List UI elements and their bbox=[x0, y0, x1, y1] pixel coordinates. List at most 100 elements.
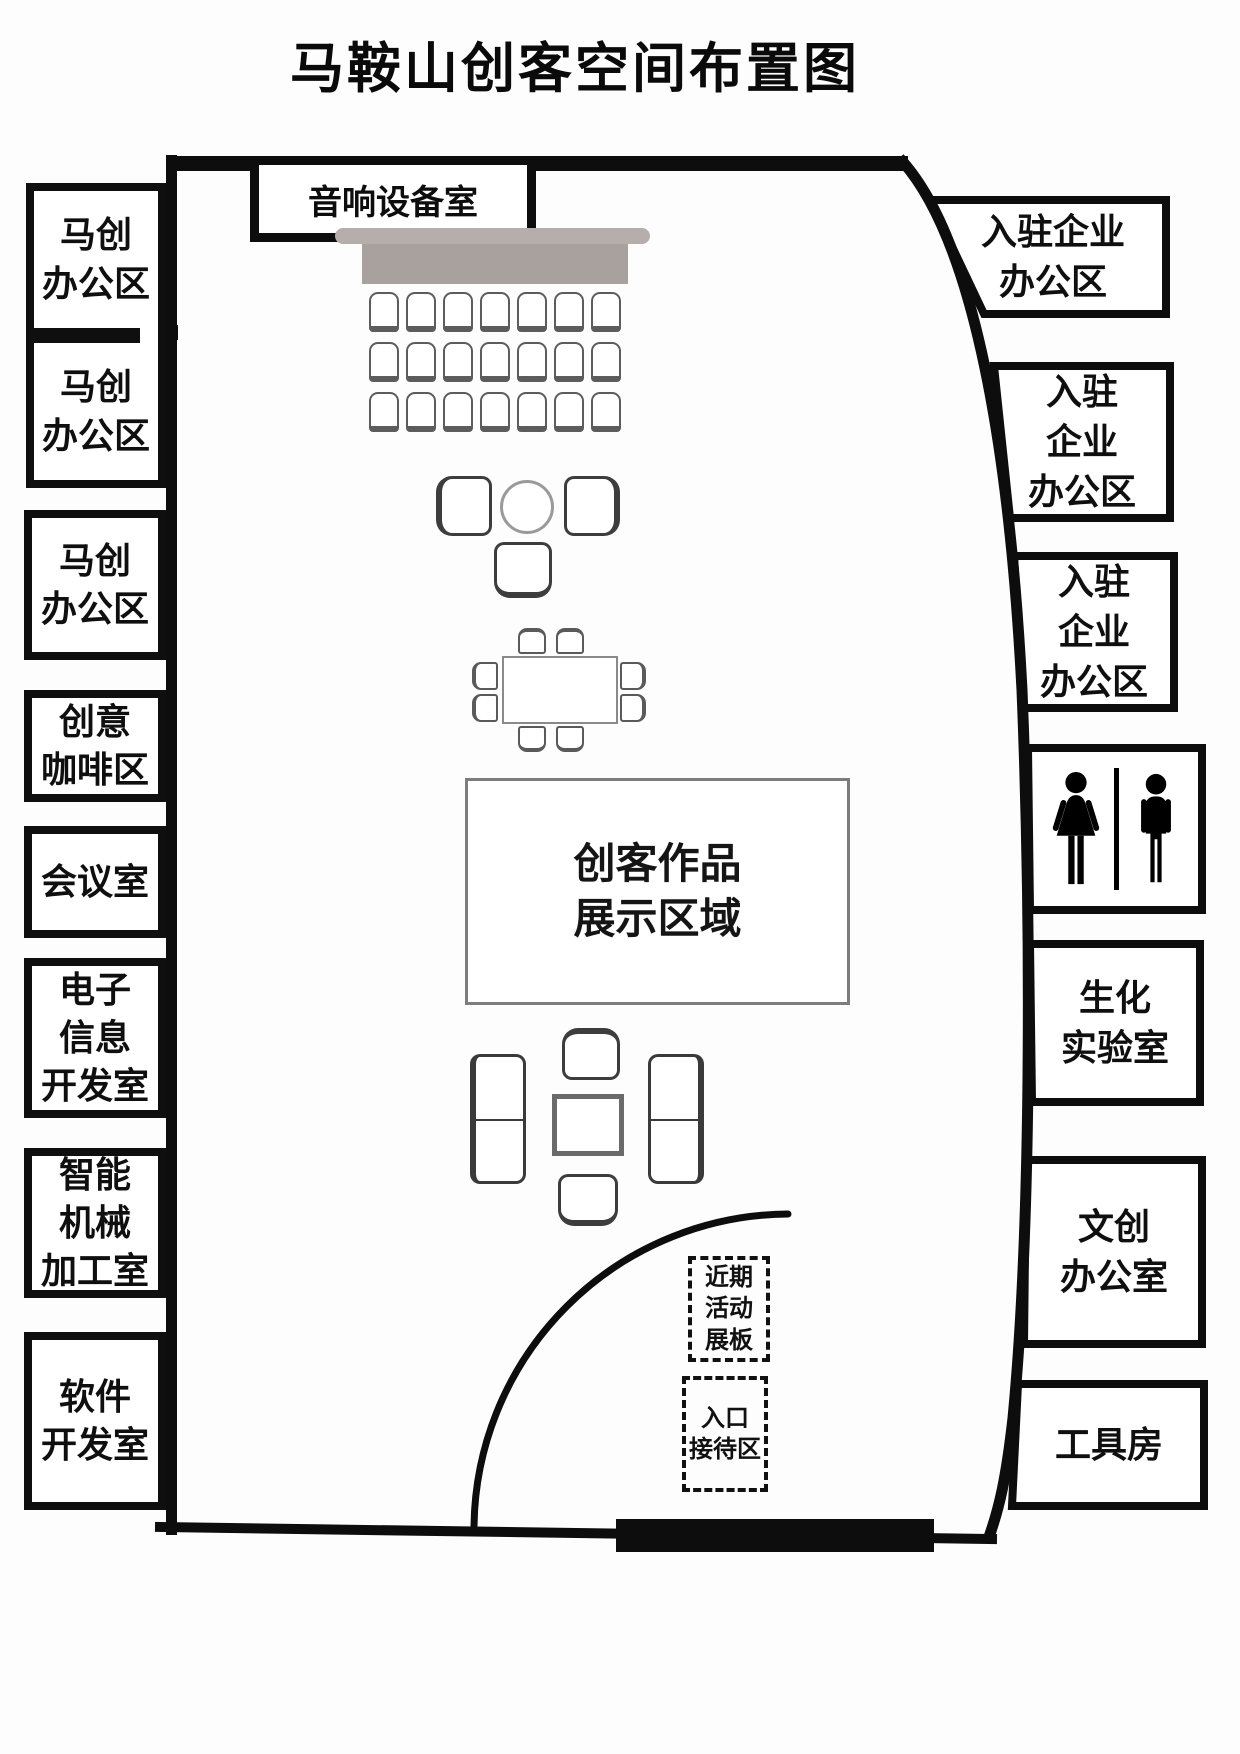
room-label: 创意 bbox=[58, 700, 131, 742]
room-label: 开发室 bbox=[40, 1424, 149, 1465]
audience-chair bbox=[406, 342, 437, 382]
audience-chair bbox=[406, 392, 437, 432]
area-label: 展示区域 bbox=[573, 894, 742, 942]
table-chair bbox=[620, 694, 646, 722]
audience-chair bbox=[590, 392, 621, 432]
room-label: 办公区 bbox=[998, 261, 1107, 302]
room-label: 入驻 bbox=[1045, 371, 1118, 413]
audience-chair bbox=[553, 292, 584, 332]
audience-chair bbox=[479, 392, 510, 432]
area-label: 展板 bbox=[705, 1326, 753, 1354]
room-label: 软件 bbox=[58, 1375, 131, 1417]
audience-chair bbox=[553, 392, 584, 432]
room-label: 音响设备室 bbox=[308, 183, 478, 222]
room-electronics-info-dev: 电子 信息 开发室 bbox=[24, 958, 166, 1118]
room-meeting: 会议室 bbox=[24, 826, 166, 938]
audience-chair bbox=[516, 392, 547, 432]
sofa bbox=[470, 1054, 526, 1184]
audience-chair bbox=[590, 342, 621, 382]
audience-chair bbox=[369, 342, 400, 382]
audience-chair bbox=[516, 292, 547, 332]
room-restroom bbox=[1028, 756, 1202, 902]
room-tenant-office-3: 入驻 企业 办公区 bbox=[1012, 556, 1176, 708]
room-machuang-office-1: 马创 办公区 bbox=[34, 191, 158, 328]
room-biochem-lab: 生化 实验室 bbox=[1031, 944, 1199, 1102]
table-chair bbox=[518, 726, 546, 752]
area-label: 接待区 bbox=[689, 1436, 761, 1463]
male-icon bbox=[1140, 773, 1171, 883]
wall-divider bbox=[26, 328, 140, 343]
audience-chair bbox=[443, 392, 474, 432]
room-label: 智能 bbox=[58, 1153, 131, 1195]
left-wall bbox=[166, 155, 177, 1535]
room-label: 办公区 bbox=[40, 588, 149, 629]
audience-chair bbox=[406, 292, 437, 332]
audience-chair bbox=[516, 342, 547, 382]
room-label: 实验室 bbox=[1060, 1027, 1169, 1068]
area-label: 活动 bbox=[705, 1295, 753, 1323]
table-chair bbox=[620, 662, 646, 690]
table-chair bbox=[518, 628, 546, 654]
audience-chair bbox=[553, 342, 584, 382]
round-table-chair bbox=[494, 542, 552, 598]
restroom-divider bbox=[1113, 768, 1119, 890]
area-label: 近期 bbox=[705, 1264, 753, 1292]
table-chair bbox=[556, 628, 584, 654]
audience-chair bbox=[443, 292, 474, 332]
round-table bbox=[500, 480, 554, 534]
room-label: 办公区 bbox=[1039, 660, 1148, 702]
room-label: 马创 bbox=[58, 539, 131, 581]
room-software-dev: 软件 开发室 bbox=[24, 1332, 166, 1510]
room-creative-coffee: 创意 咖啡区 bbox=[24, 690, 166, 802]
room-label: 生化 bbox=[1078, 977, 1151, 1019]
audience-chair bbox=[479, 342, 510, 382]
page-title: 马鞍山创客空间布置图 bbox=[290, 39, 860, 99]
coffee-table bbox=[552, 1094, 624, 1156]
room-label: 办公室 bbox=[1059, 1256, 1168, 1297]
room-machuang-office-3: 马创 办公区 bbox=[24, 510, 166, 660]
room-cultural-creative-office: 文创 办公室 bbox=[1030, 1160, 1198, 1344]
lounge-chair bbox=[558, 1174, 618, 1226]
round-table-chair bbox=[564, 476, 620, 536]
room-label: 企业 bbox=[1057, 611, 1130, 653]
area-entrance-reception: 入口 接待区 bbox=[682, 1376, 768, 1492]
room-label: 马创 bbox=[59, 366, 132, 408]
room-label: 咖啡区 bbox=[40, 749, 149, 790]
area-label: 入口 bbox=[701, 1404, 749, 1432]
table-chair bbox=[472, 694, 498, 722]
audience-chair bbox=[443, 342, 474, 382]
audience-chair bbox=[369, 392, 400, 432]
area-maker-works-display: 创客作品 展示区域 bbox=[465, 778, 850, 1005]
round-table-chair bbox=[436, 476, 492, 536]
room-label: 办公区 bbox=[41, 262, 150, 304]
stage-back-bar bbox=[335, 228, 650, 244]
area-recent-activity-board: 近期 活动 展板 bbox=[688, 1256, 770, 1362]
lounge-chair bbox=[562, 1028, 620, 1080]
stage bbox=[362, 244, 628, 284]
room-label: 电子 bbox=[58, 968, 131, 1010]
room-label: 信息 bbox=[58, 1016, 131, 1058]
audience-chair bbox=[369, 292, 400, 332]
door-threshold bbox=[616, 1519, 934, 1552]
room-tool-room: 工具房 bbox=[1025, 1384, 1193, 1506]
room-label: 企业 bbox=[1045, 421, 1118, 463]
room-label: 工具房 bbox=[1054, 1424, 1163, 1466]
area-label: 创客作品 bbox=[573, 839, 742, 887]
room-label: 入驻企业 bbox=[980, 211, 1125, 253]
room-label: 开发室 bbox=[40, 1065, 149, 1107]
room-smart-machining: 智能 机械 加工室 bbox=[24, 1148, 166, 1298]
room-label: 办公区 bbox=[41, 414, 150, 456]
rect-table bbox=[502, 656, 618, 724]
table-chair bbox=[472, 662, 498, 690]
audience-chair bbox=[479, 292, 510, 332]
audience-chair-rows bbox=[366, 292, 624, 432]
female-icon bbox=[1052, 771, 1099, 885]
room-label: 机械 bbox=[58, 1201, 131, 1243]
sofa bbox=[648, 1054, 704, 1184]
room-tenant-office-2: 入驻 企业 办公区 bbox=[1000, 366, 1164, 518]
room-machuang-office-2: 马创 办公区 bbox=[34, 343, 158, 480]
room-machuang-office-block: 马创 办公区 马创 办公区 bbox=[26, 183, 166, 488]
room-label: 入驻 bbox=[1057, 561, 1130, 603]
bottom-wall bbox=[154, 1521, 998, 1545]
